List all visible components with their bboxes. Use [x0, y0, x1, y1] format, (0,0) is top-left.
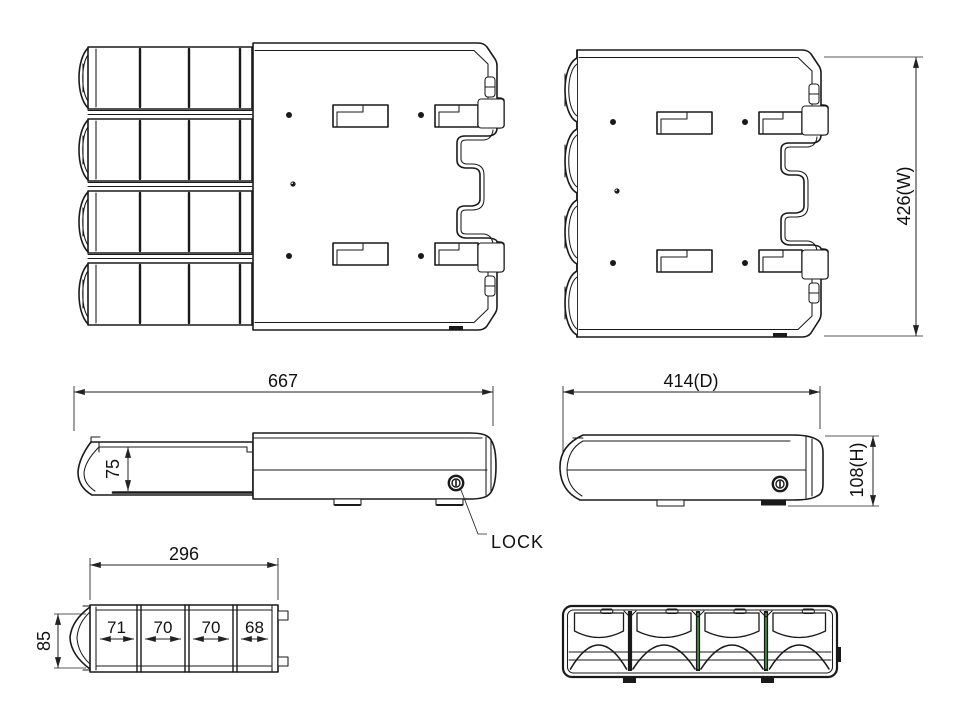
dim-cell-widths: 71 70 70 68: [100, 618, 268, 643]
dim-cell1-text: 71: [107, 618, 126, 637]
dim-296-text: 296: [169, 544, 199, 564]
view-side-drawer-open: 667 75 LOCK: [73, 371, 544, 552]
dim-75-text: 75: [103, 459, 123, 479]
view-side-drawer-closed: 414(D) 108(H): [559, 371, 879, 507]
dim-width-text: 426(W): [894, 166, 914, 225]
view-single-drawer-top: 296 71 70 70 68 85: [34, 544, 289, 673]
dim-drawer-front-height: 75: [103, 447, 132, 491]
dim-overall-width: 426(W): [824, 56, 923, 337]
dim-drawer-length: 296: [89, 544, 279, 600]
dim-overall-depth: 414(D): [562, 371, 821, 452]
dim-cell3-text: 70: [202, 618, 221, 637]
view-top-drawers-open: [77, 42, 505, 332]
lock-label: LOCK: [491, 532, 544, 552]
lock-leader-line: [460, 489, 487, 535]
view-front: [561, 604, 841, 683]
dim-drawer-width: 85: [34, 613, 86, 669]
dim-overall-height: 108(H): [788, 435, 879, 507]
dim-cell2-text: 70: [154, 618, 173, 637]
dim-overall-length: 667: [73, 371, 494, 431]
dim-cell4-text: 68: [245, 618, 264, 637]
dim-height-text: 108(H): [847, 442, 867, 497]
view-top-drawers-closed: 426(W): [564, 49, 923, 339]
dim-85-text: 85: [34, 631, 54, 651]
dim-depth-text: 414(D): [663, 371, 718, 391]
dim-length-text: 667: [268, 371, 298, 391]
